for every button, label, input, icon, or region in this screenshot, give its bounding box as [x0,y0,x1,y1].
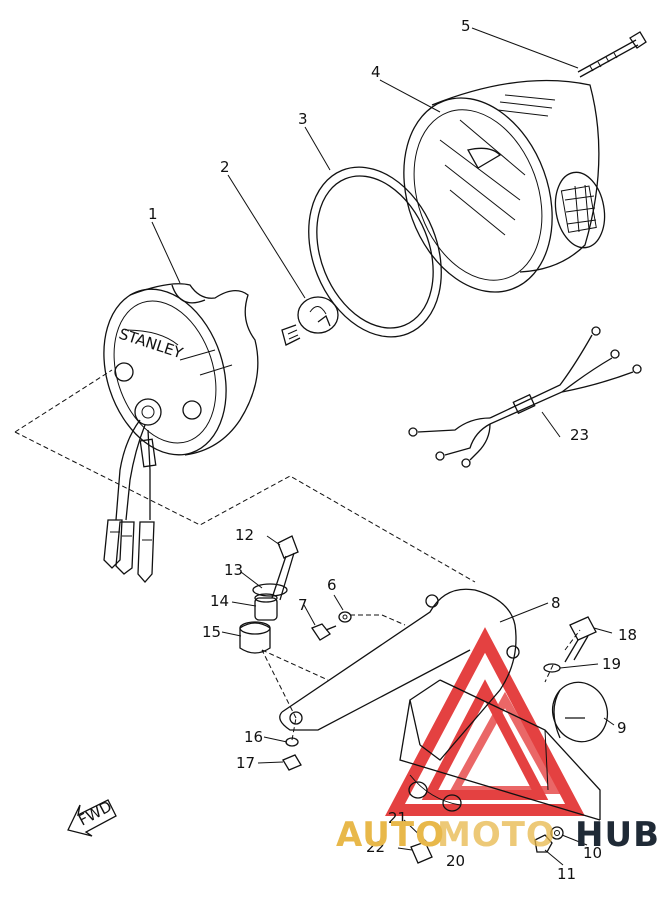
part-2-bulb [281,296,339,346]
watermark-logo [385,627,585,816]
part-23-harness [408,326,642,468]
callout-3: 3 [298,110,308,128]
watermark-suffix: HUB [575,815,660,855]
housing-stamp-text: STANLEY [117,325,186,363]
callout-12: 12 [235,526,254,544]
callout-14: 14 [210,592,229,610]
part-1-housing [103,283,259,456]
callout-leaders [151,27,615,866]
assembly-outline [14,369,476,583]
callout-10: 10 [583,844,602,862]
fwd-label: FWD [75,797,114,829]
watermark-prefix: AUTO [336,815,445,855]
leader-dashes [261,614,581,741]
callout-19: 19 [602,655,621,673]
callout-7: 7 [298,596,308,614]
fwd-direction-arrow [67,799,117,837]
part-8-bracket [279,588,601,821]
parts-10-11-22-nuts [410,826,564,864]
callout-22: 22 [366,838,385,856]
callout-16: 16 [244,728,263,746]
callout-18: 18 [618,626,637,644]
callout-15: 15 [202,623,221,641]
callout-20: 20 [446,852,465,870]
callout-6: 6 [327,576,337,594]
parts-6-7-fasteners [311,611,352,641]
callout-11: 11 [557,865,576,883]
housing-wires [103,419,157,583]
part-4-lens-cover [403,79,606,293]
callout-17: 17 [236,754,255,772]
callout-5: 5 [461,17,471,35]
part-5-screw [577,31,647,78]
callout-9: 9 [617,719,627,737]
callout-2: 2 [220,158,230,176]
callout-4: 4 [371,63,381,81]
callout-1: 1 [148,205,158,223]
callout-23: 23 [570,426,589,444]
watermark-text: AUTO MOTO HUB [336,815,660,855]
callout-8: 8 [551,594,561,612]
watermark-middle: MOTO [437,815,556,855]
callout-21: 21 [388,809,407,827]
parts-16-17-fasteners [282,737,302,771]
part-9-reflector [551,681,609,743]
parts-12-15-bolt-stack [239,535,299,654]
callout-13: 13 [224,561,243,579]
part-3-gasket [308,166,442,338]
parts-18-19-fasteners [543,616,597,673]
